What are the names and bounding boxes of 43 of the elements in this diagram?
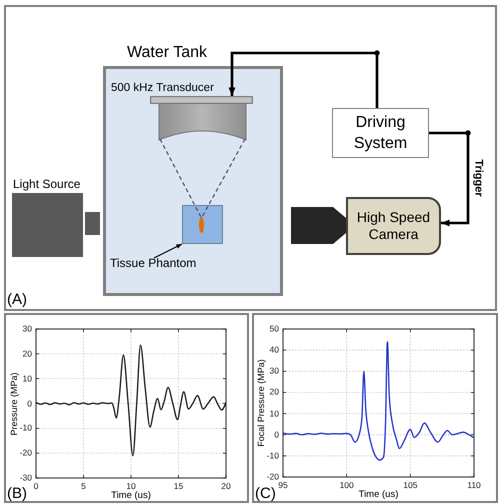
tick-label: 30 [270, 366, 279, 376]
tick-label: 100 [340, 481, 354, 490]
tick-label: 0 [34, 482, 38, 491]
node-label: Driving System [352, 113, 408, 154]
tick-label: 110 [467, 481, 481, 490]
tick-label: 95 [278, 481, 288, 490]
tick-label: -20 [266, 472, 279, 482]
node-label: Tissue Phantom [110, 257, 198, 271]
connector-arrow [228, 52, 378, 108]
tick-label: 5 [81, 482, 86, 491]
tick-label: 10 [22, 374, 32, 384]
tick-label: -10 [20, 424, 32, 433]
tick-label: 40 [270, 346, 279, 355]
tick-label: 20 [22, 349, 32, 358]
panel-label: (B) [7, 485, 27, 502]
tick-label: 10 [270, 409, 279, 418]
axis-title: Focal Pressure (MPa) [256, 359, 266, 447]
tick-label: 20 [221, 482, 231, 491]
edge-label: Trigger [472, 158, 484, 198]
tick-label: 0 [274, 430, 279, 440]
tick-label: -20 [20, 448, 32, 458]
tick-label: -10 [266, 451, 279, 460]
connector-arrow [429, 132, 470, 226]
process-box [332, 108, 429, 158]
tick-label: -30 [20, 474, 32, 482]
node-label: Water Tank [127, 44, 208, 62]
tick-label: 105 [403, 481, 418, 490]
panel-label: (A) [7, 291, 27, 308]
leader-line [154, 244, 182, 258]
tick-label: 15 [174, 482, 184, 491]
node-label: High Speed Camera [356, 209, 432, 243]
node-label: 500 kHz Transducer [111, 82, 214, 96]
axis-title: Pressure (MPa) [9, 372, 19, 435]
tick-label: 20 [270, 388, 279, 397]
tick-label: 0 [27, 399, 32, 408]
axis-title: Time (us) [111, 491, 151, 501]
panel-label: (C) [255, 485, 276, 502]
axis-title: Time (us) [358, 490, 398, 500]
node-label: Light Source [13, 178, 80, 192]
tick-label: 30 [22, 324, 32, 334]
tick-label: 50 [270, 324, 279, 334]
tissue-phantom-block [182, 205, 223, 244]
tick-label: 10 [126, 482, 136, 491]
